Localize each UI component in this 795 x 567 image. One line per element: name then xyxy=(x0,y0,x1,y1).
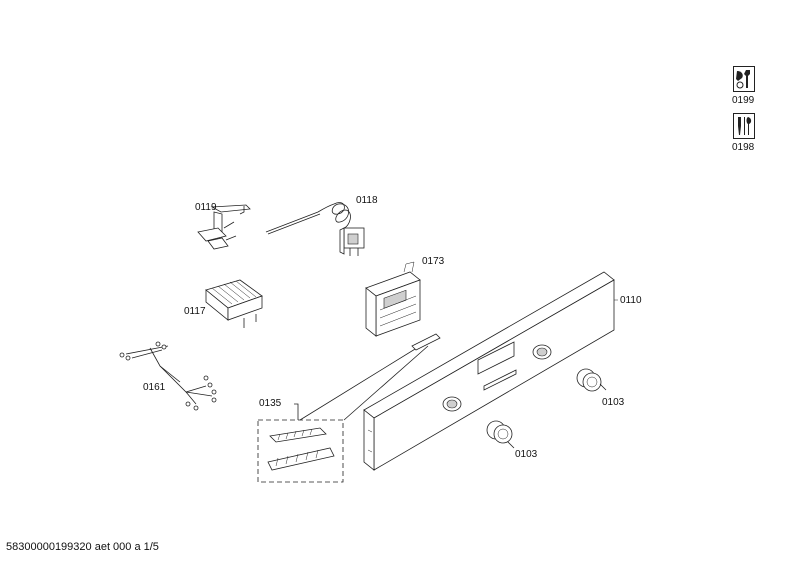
part-label-0173[interactable]: 0173 xyxy=(422,256,445,267)
part-label-0118[interactable]: 0118 xyxy=(356,195,378,206)
wrench-screwdriver-icon[interactable] xyxy=(733,66,755,92)
tools-set-icon[interactable] xyxy=(733,113,755,139)
part-label-0103-center[interactable]: 0103 xyxy=(515,449,538,460)
part-0110-control-panel[interactable] xyxy=(363,271,615,471)
part-label-0161[interactable]: 0161 xyxy=(143,382,166,393)
part-0135-control-board[interactable] xyxy=(257,333,441,483)
part-0103-knob-right[interactable] xyxy=(576,368,607,392)
part-0118-thermostat[interactable] xyxy=(265,202,365,256)
part-label-0110[interactable]: 0110 xyxy=(620,295,642,306)
part-label-0103-right[interactable]: 0103 xyxy=(602,397,625,408)
part-label-0198: 0198 xyxy=(732,142,755,153)
part-0173-module[interactable] xyxy=(365,261,421,337)
part-label-0199: 0199 xyxy=(732,95,755,106)
part-0117-terminal-block[interactable] xyxy=(205,279,263,328)
document-id: 58300000199320 aet 000 a 1/5 xyxy=(6,541,159,553)
part-label-0119[interactable]: 0119 xyxy=(195,202,217,213)
part-0119-bracket[interactable] xyxy=(197,204,251,250)
part-0161-wiring-harness[interactable] xyxy=(119,341,217,411)
part-label-0117[interactable]: 0117 xyxy=(184,306,206,317)
part-0103-knob-center[interactable] xyxy=(486,420,515,449)
part-label-0135[interactable]: 0135 xyxy=(259,398,282,409)
